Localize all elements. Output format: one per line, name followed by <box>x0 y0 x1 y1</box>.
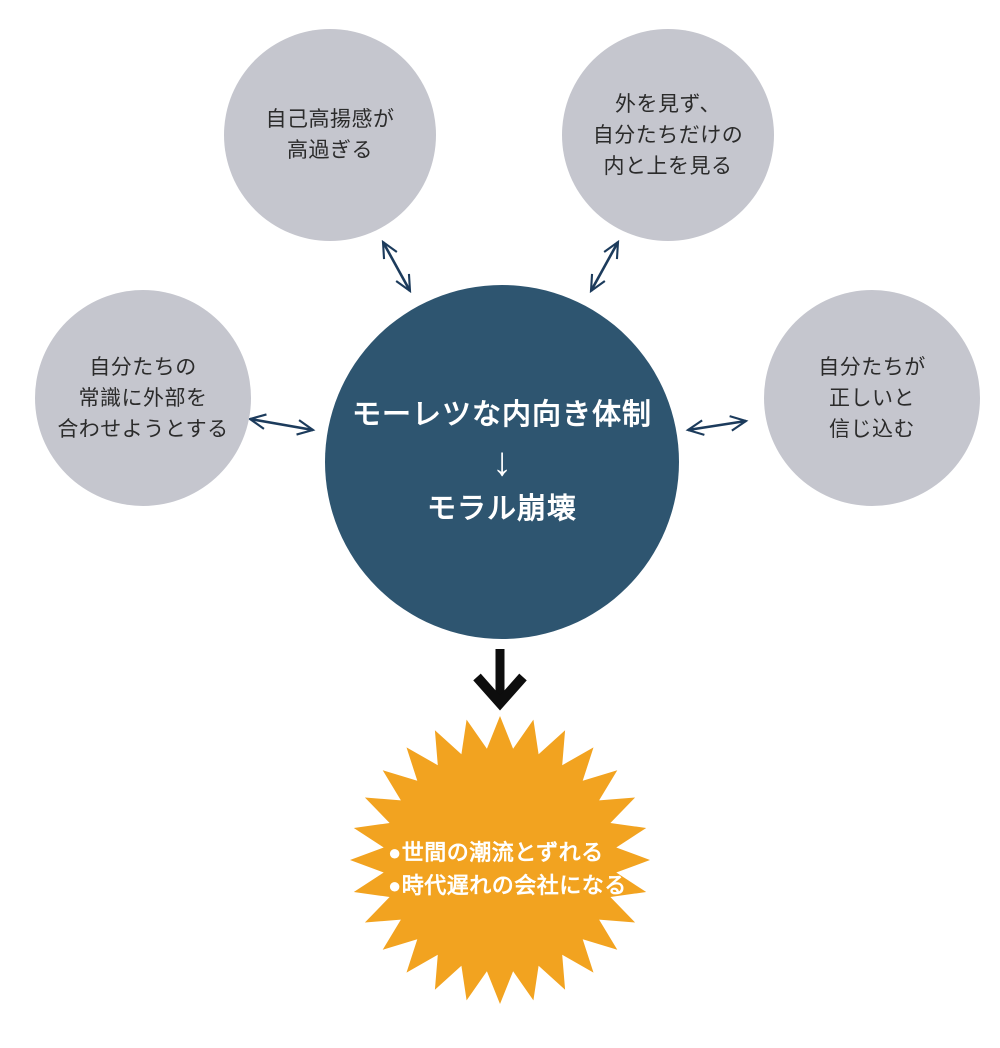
cause-text-line: 自分たちの <box>89 355 197 379</box>
cause-text-line: 自己高揚感が <box>265 108 395 131</box>
connector-arrow-top-left <box>383 242 410 291</box>
central-concept-result: モラル崩壊 <box>426 493 577 525</box>
cause-circle-top-left: 自己高揚感が 高過ぎる <box>224 29 436 241</box>
down-arrow-icon <box>473 649 527 711</box>
starburst-item: ●世間の潮流とずれる <box>388 840 604 865</box>
cause-text-line: 外を見ず、 <box>614 92 722 116</box>
starburst-label: ●世間の潮流とずれる ●時代遅れの会社になる <box>388 836 627 902</box>
down-arrow-glyph-icon: ↓ <box>491 440 512 484</box>
central-concept-circle: モーレツな内向き体制 ↓ モラル崩壊 <box>325 285 679 639</box>
cause-circle-right: 自分たちが 正しいと 信じ込む <box>764 290 980 506</box>
cause-text-line: 自分たちが <box>818 355 926 379</box>
cause-text-line: 正しいと <box>829 386 915 410</box>
cause-text-line: 内と上を見る <box>603 154 733 178</box>
cause-circle-top-right: 外を見ず、 自分たちだけの 内と上を見る <box>562 29 774 241</box>
cause-text-line: 信じ込む <box>829 417 915 441</box>
cause-text-line: 常識に外部を <box>78 386 208 410</box>
connector-arrow-left <box>250 419 313 430</box>
connector-arrow-right <box>688 421 746 430</box>
cause-text-line: 高過ぎる <box>287 139 373 162</box>
connector-arrow-top-right <box>591 242 618 291</box>
central-concept-title: モーレツな内向き体制 <box>351 399 652 431</box>
starburst-item: ●時代遅れの会社になる <box>388 873 627 898</box>
cause-circle-left: 自分たちの 常識に外部を 合わせようとする <box>35 290 251 506</box>
cause-text-line: 自分たちだけの <box>592 123 744 147</box>
cause-text-line: 合わせようとする <box>57 417 229 441</box>
